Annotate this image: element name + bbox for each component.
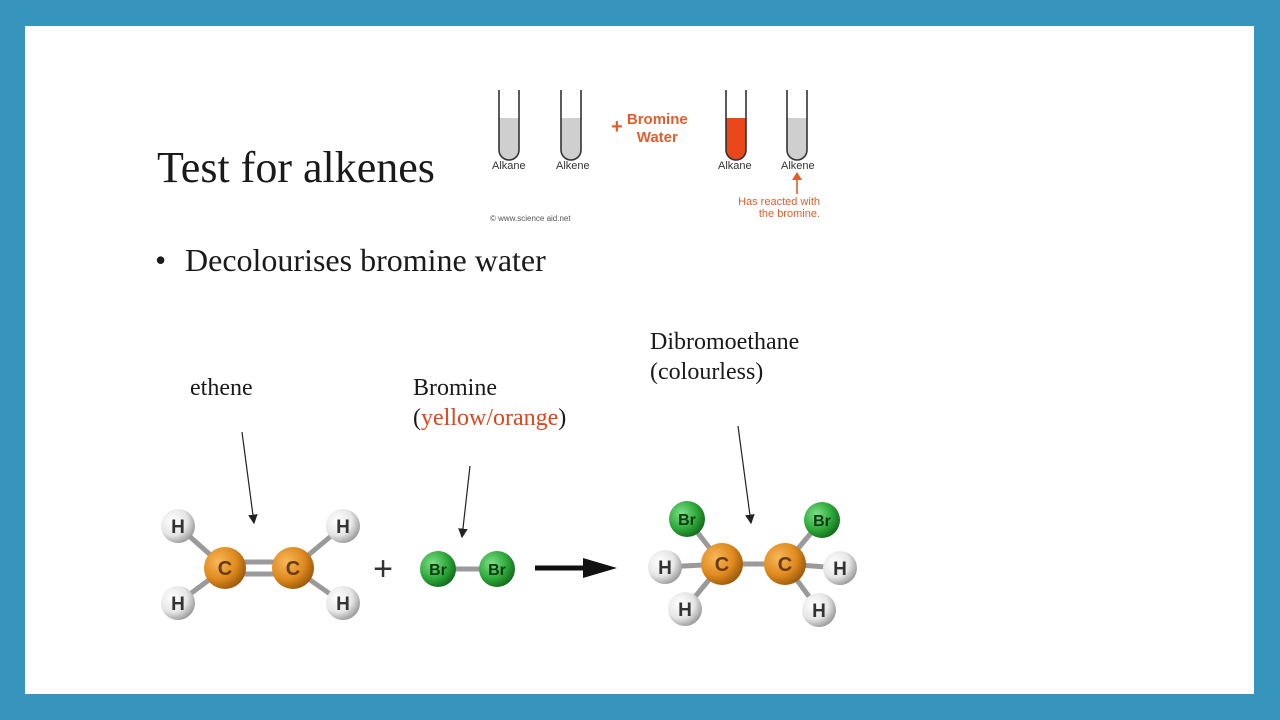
bromine-water-line2: Water	[636, 129, 678, 146]
tube-label-1: Alkane	[492, 160, 526, 172]
product-label-line1: Dibromoethane	[650, 329, 800, 355]
bromine-atom: Br	[479, 551, 515, 587]
svg-text:C: C	[715, 554, 729, 576]
svg-text:C: C	[218, 558, 232, 580]
svg-text:H: H	[336, 594, 350, 615]
test-tube-1	[498, 90, 520, 161]
slide: Test for alkenes • Decolourises bromine w…	[25, 26, 1254, 694]
test-tube-2	[560, 90, 582, 161]
test-tube-figure: Alkane Alkene Alkane Alkene + Bromine Wa…	[485, 86, 830, 228]
dibromoethane-molecule: Br Br H H H H C C	[648, 501, 857, 627]
hydrogen-atom: H	[161, 586, 195, 620]
bromine-label-line2: (yellow/orange)	[413, 405, 567, 431]
carbon-atom: C	[764, 543, 806, 585]
bromine-colour: yellow/orange	[421, 405, 559, 431]
svg-text:Br: Br	[429, 562, 447, 579]
bromine-label-line1: Bromine	[413, 375, 497, 401]
ethene-label: ethene	[190, 375, 253, 401]
plus-sign: +	[373, 550, 393, 588]
product-label-line2: (colourless)	[650, 359, 764, 385]
bullet-text: Decolourises bromine water	[185, 242, 546, 278]
carbon-atom: C	[204, 547, 246, 589]
bromine-molecule: Br Br	[420, 551, 515, 587]
tube-label-4: Alkene	[781, 160, 815, 172]
bromine-water-plus: +	[611, 115, 623, 138]
bromine-water-label: + Bromine Water	[611, 111, 688, 147]
reaction-diagram: H H H H C C + Br Br	[161, 425, 857, 627]
svg-text:H: H	[658, 558, 672, 579]
hydrogen-atom: H	[668, 592, 702, 626]
reaction-note-line1: Has reacted with	[738, 196, 820, 208]
svg-text:Br: Br	[678, 512, 696, 529]
hydrogen-atom: H	[802, 593, 836, 627]
reaction-arrow-icon	[535, 558, 617, 578]
svg-text:Br: Br	[488, 562, 506, 579]
svg-text:H: H	[833, 559, 847, 580]
hydrogen-atom: H	[161, 509, 195, 543]
hydrogen-atom: H	[326, 509, 360, 543]
svg-text:H: H	[678, 600, 692, 621]
hydrogen-atom: H	[326, 586, 360, 620]
bullet-item: • Decolourises bromine water	[155, 242, 546, 279]
svg-text:H: H	[812, 601, 826, 622]
bromine-atom: Br	[420, 551, 456, 587]
product-pointer	[737, 425, 755, 525]
hydrogen-atom: H	[648, 550, 682, 584]
svg-text:Br: Br	[813, 513, 831, 530]
hydrogen-atom: H	[823, 551, 857, 585]
reaction-note: Has reacted with the bromine.	[723, 196, 820, 220]
bromine-atom: Br	[669, 501, 705, 537]
product-label: Dibromoethane (colourless)	[650, 327, 799, 387]
ethene-molecule: H H H H C C	[161, 509, 360, 620]
test-tube-4	[786, 90, 808, 161]
carbon-atom: C	[272, 547, 314, 589]
svg-text:H: H	[171, 594, 185, 615]
test-tubes-drawing	[498, 90, 808, 194]
bromine-atom: Br	[804, 502, 840, 538]
svg-text:H: H	[336, 517, 350, 538]
copyright-note: © www.science aid.net	[490, 214, 571, 223]
up-arrow-icon	[792, 172, 802, 194]
svg-text:C: C	[778, 554, 792, 576]
tube-label-3: Alkane	[718, 160, 752, 172]
ethene-bonds	[175, 523, 346, 606]
svg-text:C: C	[286, 558, 300, 580]
bromine-water-line1: Bromine	[626, 111, 688, 128]
bullet-dot-icon: •	[155, 242, 167, 278]
bromine-label: Bromine (yellow/orange)	[413, 373, 566, 433]
test-tube-3	[725, 90, 747, 161]
bromine-pointer	[458, 465, 471, 539]
carbon-atom: C	[701, 543, 743, 585]
svg-text:H: H	[171, 517, 185, 538]
ethene-pointer	[241, 431, 258, 525]
tube-label-2: Alkene	[556, 160, 590, 172]
reaction-note-line2: the bromine.	[758, 208, 820, 220]
slide-title: Test for alkenes	[157, 143, 435, 192]
